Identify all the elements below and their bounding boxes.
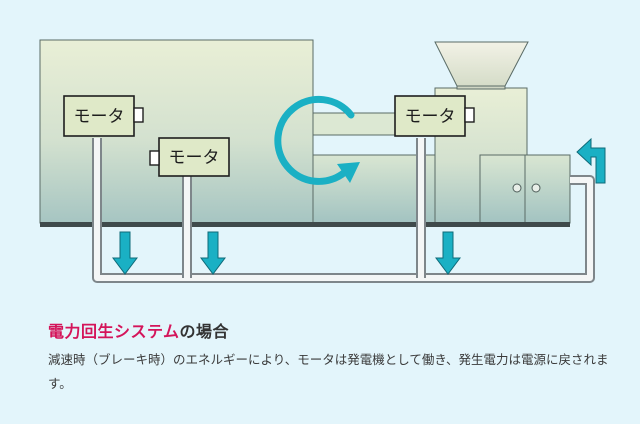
caption-suffix: の場合	[179, 322, 230, 341]
motor-label: モータ	[405, 107, 456, 127]
down-arrow-icon	[200, 231, 226, 275]
caption-highlight: 電力回生システム	[48, 322, 180, 341]
motor-3: モータ	[394, 95, 475, 137]
down-arrow-icon	[112, 231, 138, 275]
description-text: 減速時（ブレーキ時）のエネルギーにより、モータは発電機として働き、発生電力は電源…	[48, 352, 609, 391]
motor-2: モータ	[149, 137, 230, 177]
regeneration-diagram: モータ モータ モータ	[39, 39, 606, 283]
hopper	[434, 41, 529, 90]
caption-title: 電力回生システムの場合	[48, 318, 229, 342]
motor-label: モータ	[74, 107, 125, 127]
motor-1: モータ	[63, 95, 144, 137]
tie-bars	[312, 112, 436, 224]
injection-unit	[434, 87, 571, 224]
rotation-arrow-icon	[274, 95, 360, 185]
machine-base	[40, 222, 570, 227]
down-arrow-icon	[435, 231, 461, 275]
return-arrow-icon	[576, 137, 606, 184]
power-wiring	[92, 138, 595, 283]
motor-label: モータ	[169, 148, 220, 168]
